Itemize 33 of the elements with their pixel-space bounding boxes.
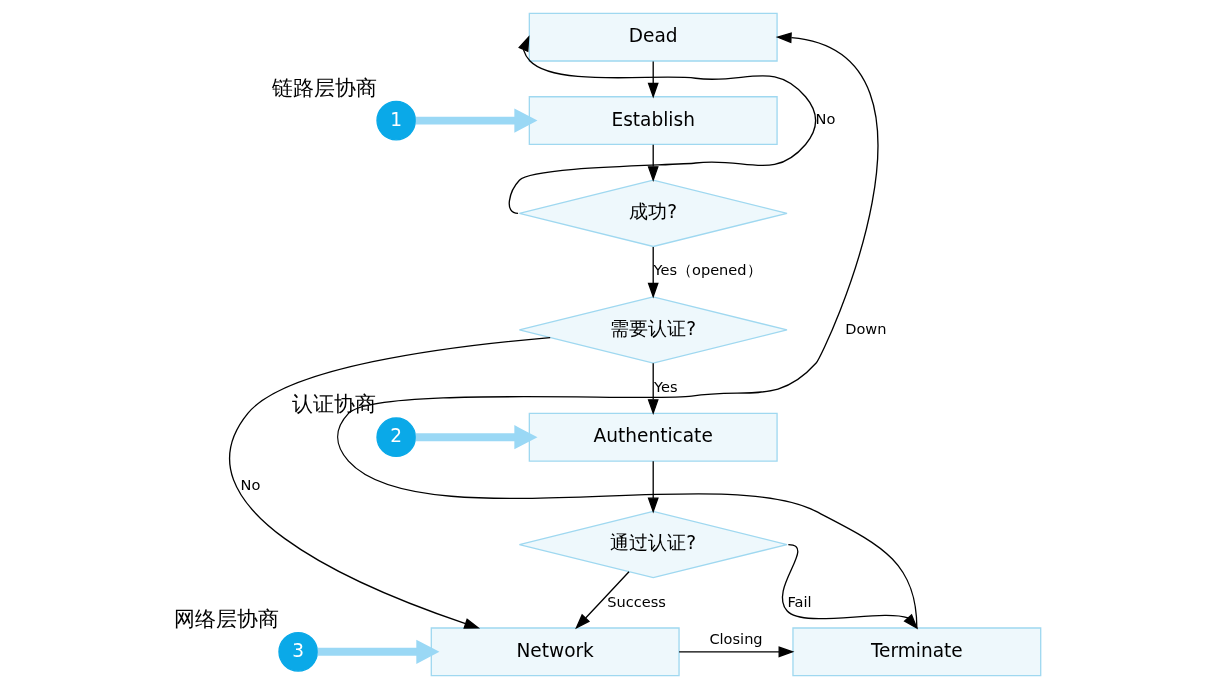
arrow	[647, 60, 659, 99]
node-label: 网络层协商	[173, 605, 279, 631]
node-circle: 1	[375, 100, 416, 141]
node-circle: 2	[375, 417, 416, 458]
arrow	[647, 246, 659, 299]
node-diamond: 通过认证?	[518, 510, 788, 579]
edge-label: Down	[844, 319, 886, 337]
arrow	[336, 32, 917, 629]
arrow	[574, 571, 630, 630]
edge-label: Closing	[708, 629, 763, 647]
edge-label: No	[240, 475, 260, 493]
arrow	[415, 425, 537, 450]
arrow	[228, 336, 551, 629]
edge-label: Success	[606, 592, 666, 610]
node-box: Establish	[528, 96, 778, 146]
node-box: Authenticate	[528, 412, 778, 462]
node-diamond: 成功?	[518, 179, 788, 248]
arrow	[781, 543, 918, 630]
arrow	[647, 144, 659, 183]
arrow	[415, 108, 537, 133]
arrow	[317, 639, 439, 664]
node-diamond: 需要认证?	[518, 296, 788, 364]
edge-label: No	[815, 110, 835, 128]
node-box: Dead	[528, 12, 778, 62]
edge-label: Yes	[653, 377, 678, 395]
arrow	[647, 362, 659, 416]
node-circle: 3	[277, 632, 318, 672]
node-box: Network	[430, 627, 680, 677]
node-label: 链路层协商	[271, 74, 377, 100]
arrow	[647, 460, 659, 514]
arrow	[677, 646, 794, 658]
edge-label: Fail	[787, 592, 812, 610]
node-box: Terminate	[791, 627, 1041, 677]
